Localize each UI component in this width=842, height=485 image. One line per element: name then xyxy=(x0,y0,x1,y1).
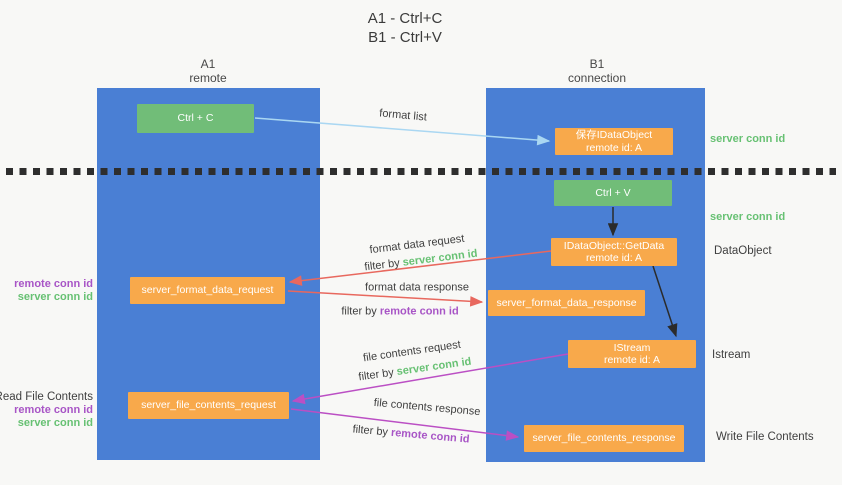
remote-conn-id-annotation: remote conn id xyxy=(14,404,93,416)
idataobject-getdata-box: IDataObject::GetData remote id: A xyxy=(551,238,677,266)
dataobject-annotation: DataObject xyxy=(714,245,772,257)
format-conn-ids-annotation: remote conn id server conn id xyxy=(14,278,93,304)
ctrl-c-action-box: Ctrl + C xyxy=(137,104,254,133)
server-conn-id-annotation: server conn id xyxy=(17,291,93,303)
getdata-line1: IDataObject::GetData xyxy=(563,239,665,252)
write-file-contents-annotation: Write File Contents xyxy=(716,431,814,443)
istream-line2: remote id: A xyxy=(603,354,661,366)
file-request-label: server_file_contents_request xyxy=(141,399,276,412)
read-file-contents-annotation: Read File Contents xyxy=(0,391,93,403)
column-header-a1: A1 remote xyxy=(148,57,268,85)
format-data-response-arrow-label: format data response xyxy=(365,281,469,294)
session-divider-dotted-line xyxy=(6,168,836,175)
column-header-b1: B1 connection xyxy=(537,57,657,85)
format-response-label: server_format_data_response xyxy=(496,296,637,309)
ctrl-c-label: Ctrl + C xyxy=(177,112,214,125)
istream-line1: IStream xyxy=(613,341,651,354)
server-file-contents-request-box: server_file_contents_request xyxy=(128,392,289,419)
read-file-contents-annotation-group: Read File Contents remote conn id server… xyxy=(0,391,93,430)
ctrl-v-action-box: Ctrl + V xyxy=(554,180,672,206)
format-data-response-filter-label: filter by remote conn id xyxy=(341,306,458,319)
remote-conn-id-key: remote conn id xyxy=(390,426,471,446)
server-file-contents-response-box: server_file_contents_response xyxy=(524,425,684,452)
title-line-2: B1 - Ctrl+V xyxy=(368,29,442,46)
save-dataobject-box: 保存IDataObject remote id: A xyxy=(555,128,673,155)
filter-by-text: filter by xyxy=(352,423,392,439)
server-format-data-response-box: server_format_data_response xyxy=(488,290,645,316)
server-format-data-request-box: server_format_data_request xyxy=(130,277,285,304)
format-list-arrow-label: format list xyxy=(378,107,428,124)
server-conn-id-annotation-mid: server conn id xyxy=(710,211,786,223)
column-b1-id: B1 xyxy=(589,57,605,71)
column-a1-role: remote xyxy=(189,71,227,85)
istream-box: IStream remote id: A xyxy=(568,340,696,368)
getdata-line2: remote id: A xyxy=(585,252,643,264)
filter-by-text: filter by xyxy=(341,305,380,318)
remote-conn-id-key: remote conn id xyxy=(379,305,459,318)
column-a1-id: A1 xyxy=(200,57,216,71)
column-b1-role: connection xyxy=(567,71,627,85)
title-line-1: A1 - Ctrl+C xyxy=(367,10,443,27)
istream-annotation: Istream xyxy=(712,349,751,361)
remote-conn-id-annotation: remote conn id xyxy=(14,278,93,290)
filter-by-text: filter by xyxy=(363,256,404,274)
file-contents-response-filter-label: filter by remote conn id xyxy=(352,423,470,446)
save-dataobject-line1: 保存IDataObject xyxy=(575,129,653,141)
filter-by-text: filter by xyxy=(357,366,398,384)
save-dataobject-line2: remote id: A xyxy=(585,141,643,154)
diagram-title: A1 - Ctrl+C B1 - Ctrl+V xyxy=(300,9,510,47)
server-conn-id-annotation: server conn id xyxy=(17,417,93,429)
format-request-label: server_format_data_request xyxy=(141,284,274,297)
file-response-label: server_file_contents_response xyxy=(532,432,676,445)
server-conn-id-annotation-top: server conn id xyxy=(710,133,786,145)
file-contents-response-arrow-label: file contents response xyxy=(373,396,481,419)
ctrl-v-label: Ctrl + V xyxy=(595,186,631,199)
